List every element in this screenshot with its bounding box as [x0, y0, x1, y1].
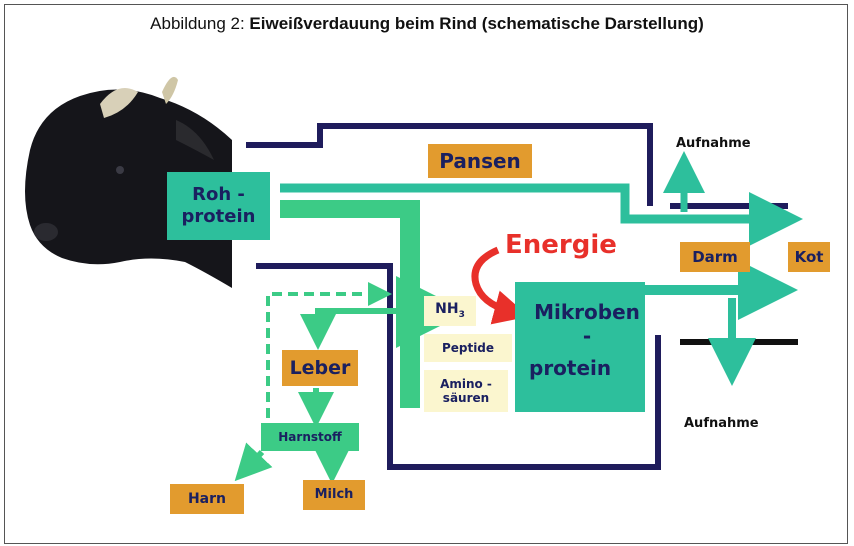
nh3-box: NH3 — [424, 296, 476, 326]
aufnahme-top-label: Aufnahme — [676, 136, 751, 151]
leber-box: Leber — [282, 350, 358, 386]
harnstoff-box: Harnstoff — [261, 423, 359, 451]
aminosaeuren-line1: Amino - — [440, 376, 492, 391]
milch-label: Milch — [314, 487, 354, 503]
harn-box: Harn — [170, 484, 244, 514]
degradation-flow — [280, 200, 420, 408]
leber-label: Leber — [289, 356, 351, 379]
aminosaeuren-box: Amino - säuren — [424, 370, 508, 412]
figure-title: Abbildung 2: Eiweißverdauung beim Rind (… — [0, 14, 854, 34]
energie-arrow — [471, 246, 529, 325]
darm-box: Darm — [680, 242, 750, 272]
harnstoff-label: Harnstoff — [278, 429, 342, 444]
rohprotein-box: Roh - protein — [167, 172, 270, 240]
harnstoff-recycling-arrow — [266, 282, 392, 418]
peptide-box: Peptide — [424, 334, 512, 362]
aminosaeuren-line2: säuren — [442, 391, 490, 405]
title-prefix: Abbildung 2: — [150, 14, 250, 33]
darm-label: Darm — [692, 248, 738, 266]
aufnahme-bottom-label: Aufnahme — [684, 416, 759, 431]
rohprotein-line2: protein — [181, 206, 256, 227]
title-bold: Eiweißverdauung beim Rind (schematische … — [249, 14, 704, 33]
harnstoff-to-harn-arrow — [234, 442, 273, 482]
mikrobenprotein-line2: protein — [529, 356, 612, 380]
kot-label: Kot — [794, 248, 824, 266]
rohprotein-line1: Roh - — [192, 184, 245, 206]
nh3-subscript: 3 — [458, 310, 465, 320]
pansen-box: Pansen — [428, 144, 532, 178]
nh3-label: NH3 — [435, 301, 465, 320]
milch-box: Milch — [303, 480, 365, 510]
nh3-to-leber-arrow — [300, 308, 430, 350]
rohprotein-flow-arrow — [280, 183, 803, 246]
harn-label: Harn — [187, 490, 227, 507]
peptide-label: Peptide — [441, 340, 495, 355]
mikrobenprotein-box: Mikroben - protein — [515, 282, 645, 412]
energie-label: Energie — [505, 230, 617, 260]
mikrobenprotein-line1: Mikroben - — [534, 300, 640, 348]
pansen-label: Pansen — [439, 149, 521, 173]
kot-box: Kot — [788, 242, 830, 272]
